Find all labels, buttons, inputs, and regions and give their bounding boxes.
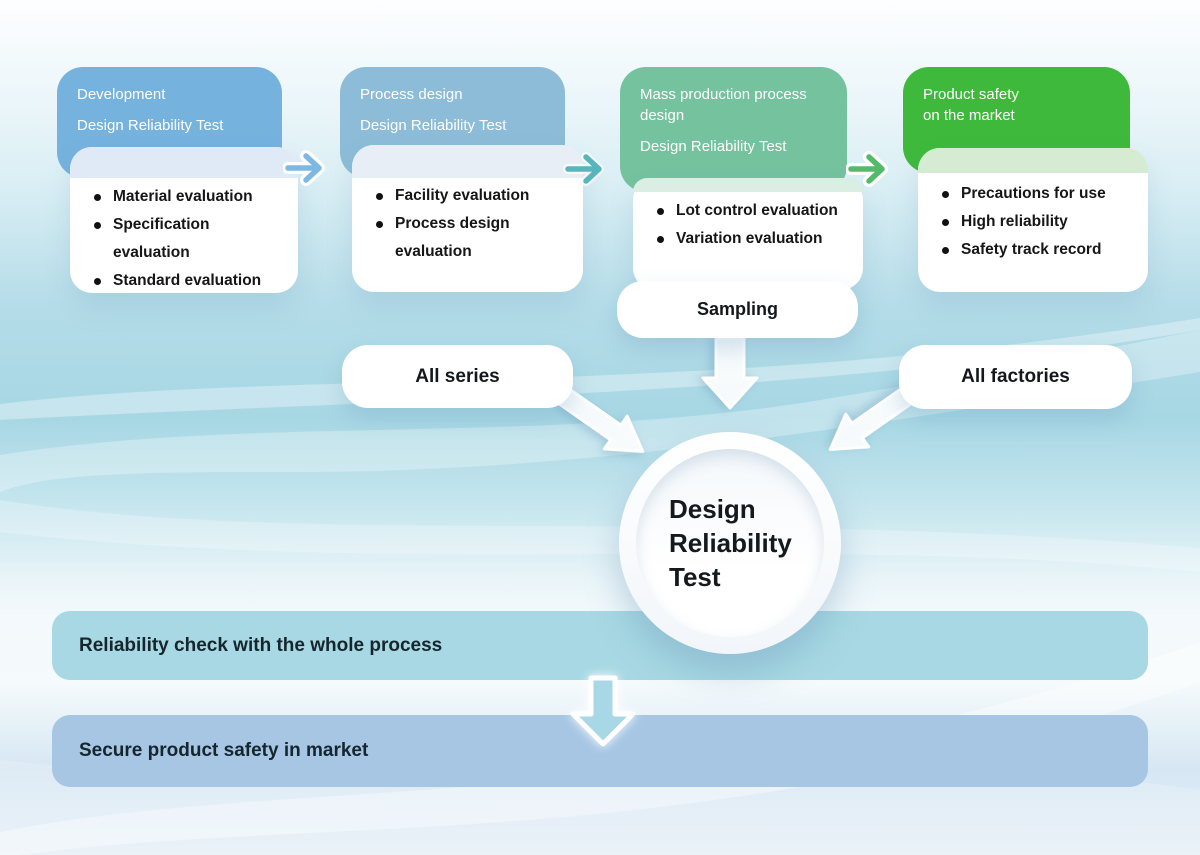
bullet-item: Material evaluation <box>94 183 288 211</box>
bullet-dot-icon <box>94 222 101 229</box>
arrow-right-icon-3 <box>846 151 888 187</box>
bar-reliability-check: Reliability check with the whole process <box>52 611 1148 680</box>
bullet-dot-icon <box>94 278 101 285</box>
card-mass-production-subtitle: Design Reliability Test <box>640 138 787 155</box>
bullet-item: Precautions for use <box>942 180 1138 208</box>
bullet-dot-icon <box>942 191 949 198</box>
card-process-design-lip <box>352 145 583 178</box>
bullet-label: Standard evaluation <box>113 272 262 289</box>
bullet-item: Standard evaluation <box>94 267 288 295</box>
card-process-design-body: Facility evaluation Process design evalu… <box>352 145 583 292</box>
bullet-item: Variation evaluation <box>657 225 853 253</box>
all-factories-pill: All factories <box>899 345 1132 409</box>
sampling-pill: Sampling <box>617 281 858 338</box>
bullet-dot-icon <box>942 219 949 226</box>
bullet-label: Specification evaluation <box>113 216 210 261</box>
design-reliability-test-circle: Design Reliability Test <box>619 432 841 654</box>
bullet-label: High reliability <box>961 213 1068 230</box>
bullet-dot-icon <box>376 221 383 228</box>
bullet-label: Safety track record <box>961 241 1102 258</box>
card-development-subtitle: Design Reliability Test <box>77 117 224 134</box>
bullet-item: Specification evaluation <box>94 211 288 267</box>
circle-title: Design Reliability Test <box>669 492 792 594</box>
card-mass-production-lip <box>633 178 863 192</box>
card-product-safety-body: Precautions for use High reliability Saf… <box>918 148 1148 292</box>
card-development-lip <box>70 147 298 178</box>
all-series-label: All series <box>415 365 500 387</box>
card-process-design-title: Process design <box>360 86 463 103</box>
bullet-item: Safety track record <box>942 236 1138 264</box>
card-development-title: Development <box>77 86 166 103</box>
circle-title-line: Test <box>669 562 721 592</box>
all-series-pill: All series <box>342 345 573 408</box>
bullet-dot-icon <box>376 193 383 200</box>
card-product-safety-title: Product safety on the market <box>923 86 1019 124</box>
bullet-item: Process design evaluation <box>376 210 573 266</box>
bullet-dot-icon <box>942 247 949 254</box>
bullet-label: Process design evaluation <box>395 215 510 260</box>
circle-title-line: Design <box>669 494 756 524</box>
bar-reliability-check-label: Reliability check with the whole process <box>79 634 443 656</box>
bullet-dot-icon <box>94 194 101 201</box>
arrow-right-icon-1 <box>283 150 325 186</box>
card-process-design-subtitle: Design Reliability Test <box>360 117 507 134</box>
card-mass-production-title: Mass production process design <box>640 86 807 124</box>
bar-secure-product: Secure product safety in market <box>52 715 1148 787</box>
card-mass-production-body: Lot control evaluation Variation evaluat… <box>633 178 863 290</box>
circle-title-line: Reliability <box>669 528 792 558</box>
bullet-label: Material evaluation <box>113 188 253 205</box>
bullet-label: Facility evaluation <box>395 187 530 204</box>
all-factories-label: All factories <box>961 366 1070 387</box>
bullet-dot-icon <box>657 208 664 215</box>
bullet-item: Facility evaluation <box>376 182 573 210</box>
card-mass-production-header: Mass production process design Design Re… <box>620 67 847 192</box>
bullet-label: Lot control evaluation <box>676 202 838 219</box>
bullet-label: Precautions for use <box>961 185 1106 202</box>
card-development-body: Material evaluation Specification evalua… <box>70 147 298 293</box>
arrow-right-icon-2 <box>563 152 604 186</box>
bar-secure-product-label: Secure product safety in market <box>79 740 369 761</box>
bullet-item: Lot control evaluation <box>657 197 853 225</box>
bullet-dot-icon <box>657 236 664 243</box>
bullet-item: High reliability <box>942 208 1138 236</box>
circle-inner-ring <box>636 449 824 637</box>
card-product-safety-lip <box>918 148 1148 173</box>
sampling-label: Sampling <box>696 299 778 319</box>
bullet-label: Variation evaluation <box>676 230 823 247</box>
arrow-down-from-sampling-icon <box>701 336 759 410</box>
